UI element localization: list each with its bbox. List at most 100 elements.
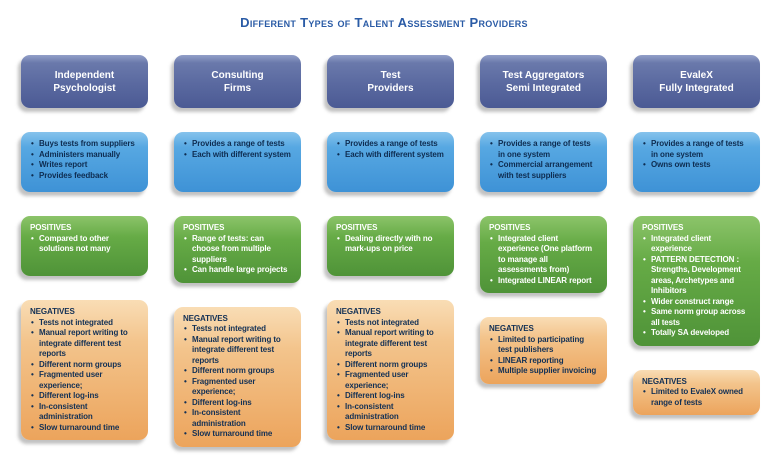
provider-name-line: Consulting xyxy=(211,69,264,81)
bullet-item: Fragmented user experience; xyxy=(183,377,293,398)
negatives-box: NEGATIVES Tests not integratedManual rep… xyxy=(21,300,148,440)
bullet-item: Different log-ins xyxy=(336,391,446,402)
bullet-item: Provides feedback xyxy=(30,171,140,182)
positives-list: Integrated client experience (One platfo… xyxy=(489,234,599,287)
bullet-item: Owns own tests xyxy=(642,160,752,171)
bullet-item: In-consistent administration xyxy=(183,408,293,429)
negatives-box: NEGATIVES Tests not integratedManual rep… xyxy=(327,300,454,440)
bullet-item: Administers manually xyxy=(30,150,140,161)
bullet-item: Integrated client experience (One platfo… xyxy=(489,234,599,276)
bullet-item: Tests not integrated xyxy=(183,324,293,335)
features-list: Provides a range of tests in one systemO… xyxy=(642,139,752,171)
bullet-item: Different log-ins xyxy=(30,391,140,402)
bullet-item: Provides a range of tests in one system xyxy=(489,139,599,160)
bullet-item: Slow turnaround time xyxy=(30,423,140,434)
provider-name-line: Semi Integrated xyxy=(505,82,582,94)
features-box: Provides a range of testsEach with diffe… xyxy=(327,132,454,192)
bullet-item: Different norm groups xyxy=(183,366,293,377)
positives-list: Range of tests: can choose from multiple… xyxy=(183,234,293,276)
positives-heading: POSITIVES xyxy=(30,223,72,232)
negatives-heading: NEGATIVES xyxy=(336,307,381,316)
provider-name-line: Firms xyxy=(223,82,252,94)
bullet-item: Manual report writing to integrate diffe… xyxy=(336,328,446,360)
positives-list: Dealing directly with no mark-ups on pri… xyxy=(336,234,446,255)
positives-box: POSITIVES Compared to other solutions no… xyxy=(21,216,148,276)
negatives-list: Tests not integratedManual report writin… xyxy=(336,318,446,434)
bullet-item: Manual report writing to integrate diffe… xyxy=(183,335,293,367)
bullet-item: Dealing directly with no mark-ups on pri… xyxy=(336,234,446,255)
negatives-box: NEGATIVES Tests not integratedManual rep… xyxy=(174,306,301,447)
features-list: Buys tests from suppliersAdministers man… xyxy=(30,139,140,181)
features-list: Provides a range of tests in one systemC… xyxy=(489,139,599,181)
bullet-item: Integrated LINEAR report xyxy=(489,276,599,287)
features-list: Provides a range of testsEach with diffe… xyxy=(336,139,446,160)
provider-name-line: Independent xyxy=(54,69,115,81)
bullet-item: Fragmented user experience; xyxy=(30,370,140,391)
provider-name-line: Fully Integrated xyxy=(659,82,734,94)
negatives-list: Tests not integratedManual report writin… xyxy=(183,324,293,440)
negatives-box: NEGATIVES Limited to participating test … xyxy=(480,317,607,384)
bullet-item: Totally SA developed xyxy=(642,328,752,339)
features-list: Provides a range of testsEach with diffe… xyxy=(183,139,293,160)
bullet-item: Each with different system xyxy=(183,150,293,161)
bullet-item: Buys tests from suppliers xyxy=(30,139,140,150)
negatives-list: Tests not integratedManual report writin… xyxy=(30,318,140,434)
bullet-item: Each with different system xyxy=(336,150,446,161)
provider-name-line: Providers xyxy=(367,82,414,94)
bullet-item: Tests not integrated xyxy=(336,318,446,329)
positives-heading: POSITIVES xyxy=(489,223,531,232)
positives-heading: POSITIVES xyxy=(183,223,225,232)
bullet-item: Limited to EvaleX owned range of tests xyxy=(642,387,752,408)
bullet-item: Tests not integrated xyxy=(30,318,140,329)
features-box: Provides a range of tests in one systemO… xyxy=(633,132,760,192)
bullet-item: In-consistent administration xyxy=(30,402,140,423)
bullet-item: Multiple supplier invoicing xyxy=(489,366,599,377)
bullet-item: Limited to participating test publishers xyxy=(489,335,599,356)
bullet-item: Different log-ins xyxy=(183,398,293,409)
positives-box: POSITIVES Integrated client experience (… xyxy=(480,216,607,293)
positives-heading: POSITIVES xyxy=(642,223,684,232)
positives-box: POSITIVES Integrated client experiencePA… xyxy=(633,216,760,346)
features-box: Provides a range of tests in one systemC… xyxy=(480,132,607,192)
bullet-item: Same norm group across all tests xyxy=(642,307,752,328)
positives-heading: POSITIVES xyxy=(336,223,378,232)
bullet-item: Fragmented user experience; xyxy=(336,370,446,391)
bullet-item: Range of tests: can choose from multiple… xyxy=(183,234,293,266)
negatives-heading: NEGATIVES xyxy=(489,324,534,333)
bullet-item: PATTERN DETECTION : Strengths, Developme… xyxy=(642,255,752,297)
bullet-item: Slow turnaround time xyxy=(183,429,293,440)
bullet-item: Commercial arrangement with test supplie… xyxy=(489,160,599,181)
bullet-item: Writes report xyxy=(30,160,140,171)
provider-name-line: Test xyxy=(380,69,401,81)
negatives-heading: NEGATIVES xyxy=(642,376,687,386)
bullet-item: Wider construct range xyxy=(642,297,752,308)
positives-box: POSITIVES Range of tests: can choose fro… xyxy=(174,216,301,283)
bullet-item: In-consistent administration xyxy=(336,402,446,423)
bullet-item: Different norm groups xyxy=(30,360,140,371)
page-title: Different Types of Talent Assessment Pro… xyxy=(240,15,528,30)
bullet-item: Different norm groups xyxy=(336,360,446,371)
bullet-item: Slow turnaround time xyxy=(336,423,446,434)
negatives-heading: NEGATIVES xyxy=(30,307,75,316)
provider-name-line: Test Aggregators xyxy=(502,69,585,81)
provider-name-line: EvaleX xyxy=(680,69,713,81)
negatives-list: Limited to participating test publishers… xyxy=(489,335,599,377)
bullet-item: Integrated client experience xyxy=(642,234,752,255)
bullet-item: Provides a range of tests in one system xyxy=(642,139,752,160)
bullet-item: Manual report writing to integrate diffe… xyxy=(30,328,140,360)
bullet-item: Provides a range of tests xyxy=(183,139,293,150)
negatives-heading: NEGATIVES xyxy=(183,313,228,323)
negatives-list: Limited to EvaleX owned range of tests xyxy=(642,387,752,408)
positives-list: Compared to other solutions not many xyxy=(30,234,140,255)
